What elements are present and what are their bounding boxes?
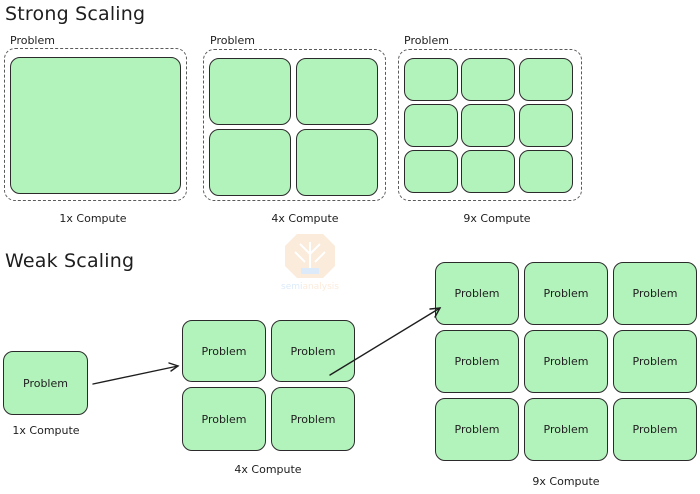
strong-9x-problem-container xyxy=(398,49,582,201)
tree-logo-icon xyxy=(285,234,335,278)
weak-scaling-title: Weak Scaling xyxy=(5,250,135,272)
strong-4x-compute-block xyxy=(296,58,378,125)
strong-4x-caption: 4x Compute xyxy=(271,212,339,225)
strong-4x-compute-block xyxy=(209,58,291,125)
weak-9x-problem-block: Problem xyxy=(613,262,697,325)
weak-4x-caption: 4x Compute xyxy=(234,463,302,476)
strong-9x-compute-block xyxy=(519,58,573,101)
strong-9x-caption: 9x Compute xyxy=(463,212,531,225)
weak-9x-caption: 9x Compute xyxy=(532,475,600,488)
strong-1x-caption: 1x Compute xyxy=(59,212,127,225)
weak-9x-problem-block: Problem xyxy=(613,330,697,393)
arrow-1x-to-4x xyxy=(92,362,180,385)
weak-4x-problem-block: Problem xyxy=(182,387,266,451)
weak-1x-problem-block: Problem xyxy=(3,351,88,415)
weak-9x-problem-block: Problem xyxy=(524,262,608,325)
weak-4x-problem-block: Problem xyxy=(182,320,266,382)
strong-9x-compute-block xyxy=(404,58,458,101)
strong-scaling-title: Strong Scaling xyxy=(5,3,146,25)
strong-1x-problem-label: Problem xyxy=(10,34,55,47)
strong-4x-problem-container xyxy=(203,49,386,201)
weak-9x-problem-block: Problem xyxy=(435,330,519,393)
strong-9x-compute-block xyxy=(519,104,573,147)
weak-9x-problem-block: Problem xyxy=(524,398,608,461)
strong-9x-compute-block xyxy=(461,58,515,101)
weak-9x-problem-block: Problem xyxy=(435,398,519,461)
weak-9x-problem-block: Problem xyxy=(435,262,519,325)
semianalysis-watermark: semianalysis xyxy=(275,232,345,292)
weak-1x-caption: 1x Compute xyxy=(12,424,80,437)
arrow-4x-to-9x xyxy=(329,307,442,376)
weak-4x-problem-block: Problem xyxy=(271,320,355,382)
watermark-text-analysis: analysis xyxy=(302,282,339,292)
strong-4x-compute-block xyxy=(296,129,378,196)
weak-4x-problem-block: Problem xyxy=(271,387,355,451)
strong-9x-compute-block xyxy=(404,150,458,193)
strong-9x-compute-block xyxy=(519,150,573,193)
watermark-text-semi: semi xyxy=(281,282,303,292)
weak-9x-problem-block: Problem xyxy=(613,398,697,461)
strong-9x-compute-block xyxy=(404,104,458,147)
strong-4x-compute-block xyxy=(209,129,291,196)
strong-9x-compute-block xyxy=(461,104,515,147)
strong-4x-problem-label: Problem xyxy=(210,34,255,47)
strong-1x-compute-block xyxy=(10,57,181,194)
strong-1x-problem-container xyxy=(4,48,187,201)
strong-9x-problem-label: Problem xyxy=(404,34,449,47)
strong-9x-compute-block xyxy=(461,150,515,193)
weak-9x-problem-block: Problem xyxy=(524,330,608,393)
